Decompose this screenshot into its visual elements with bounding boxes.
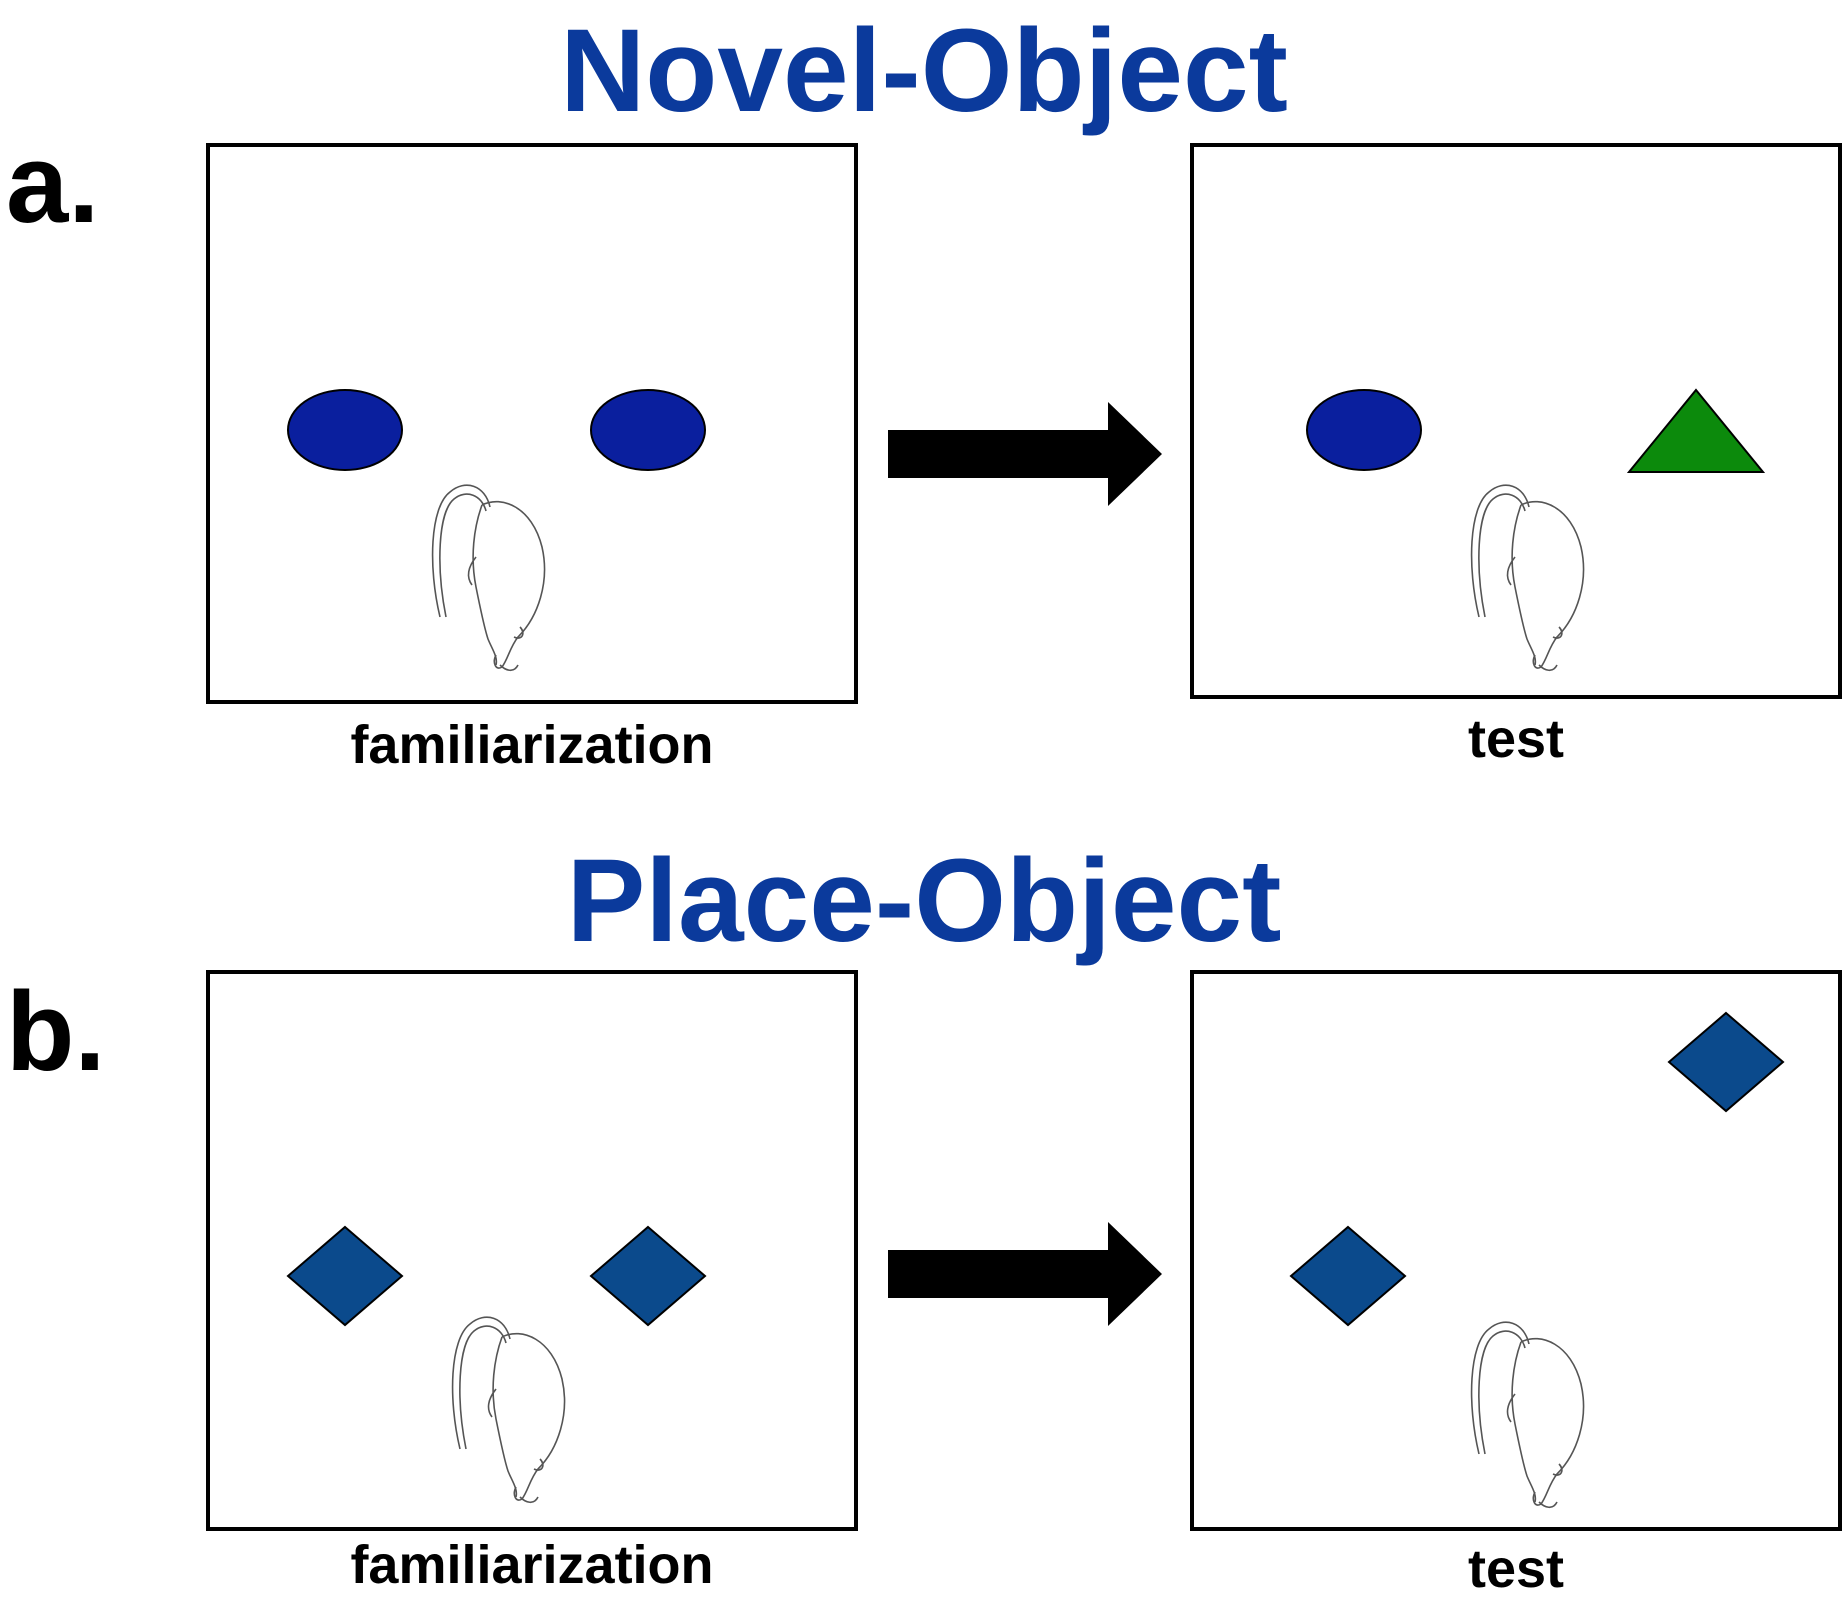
- panel-b-right-caption: test: [1467, 1539, 1565, 1599]
- panel-a-letter: a.: [6, 121, 100, 246]
- panel-a-right-caption: test: [1467, 709, 1565, 769]
- familiar-object-left-diamond: [286, 1225, 404, 1327]
- panel-b-letter: b.: [6, 969, 106, 1094]
- novel-object-triangle: [1626, 388, 1766, 473]
- panel-a-test-box: [1190, 143, 1842, 699]
- familiar-object-left-oval: [287, 389, 403, 471]
- familiar-object-oval: [1306, 389, 1422, 471]
- rat-icon: [451, 1316, 566, 1504]
- panel-b-title: Place-Object: [566, 835, 1282, 967]
- familiar-object-right-oval: [590, 389, 706, 471]
- panel-b-test-box: [1190, 970, 1842, 1531]
- rat-icon: [1470, 1321, 1585, 1509]
- right-arrow-icon: [888, 402, 1162, 506]
- familiar-object-right-diamond: [589, 1225, 707, 1327]
- panel-a-left-caption: familiarization: [350, 715, 714, 775]
- rat-icon: [1470, 484, 1585, 672]
- panel-b-left-caption: familiarization: [350, 1535, 714, 1595]
- panel-a-title: Novel-Object: [560, 5, 1288, 137]
- panel-a-familiarization-box: [206, 143, 858, 704]
- displaced-object-diamond: [1667, 1011, 1785, 1113]
- right-arrow-icon: [888, 1222, 1162, 1326]
- rat-icon: [431, 484, 546, 672]
- stationary-object-diamond: [1289, 1225, 1407, 1327]
- panel-b-familiarization-box: [206, 970, 858, 1531]
